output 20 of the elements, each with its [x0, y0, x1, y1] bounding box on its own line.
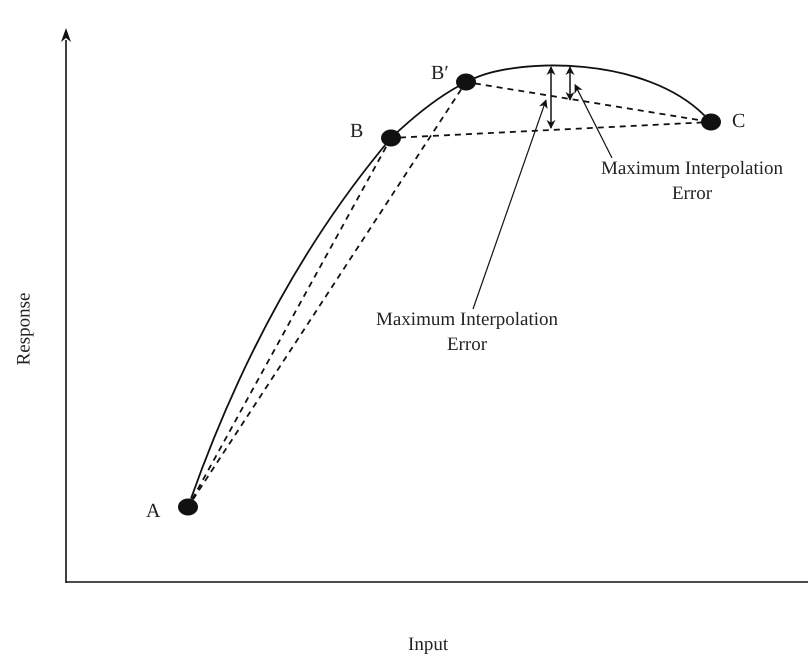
- axis-title: Response: [13, 292, 36, 366]
- callout-text: Maximum Interpolation Error: [592, 156, 792, 206]
- callout-text: Maximum Interpolation Error: [367, 307, 567, 357]
- error-arrow: [546, 66, 556, 129]
- data-point: [701, 114, 721, 130]
- dashed-line: [400, 122, 702, 138]
- response-curve: [474, 64, 706, 116]
- dashed-line: [192, 89, 462, 500]
- point-label: A: [146, 500, 160, 523]
- error-arrow: [566, 66, 574, 101]
- axis-title: Input: [408, 634, 448, 656]
- data-point: [178, 498, 198, 516]
- leader-line: [472, 99, 548, 310]
- point-label: B: [350, 120, 364, 143]
- point-label: C: [732, 110, 746, 133]
- leader-line: [574, 84, 613, 158]
- data-point: [456, 74, 476, 90]
- response-curve: [397, 86, 459, 133]
- point-label: B′: [431, 62, 449, 85]
- data-point: [381, 130, 401, 146]
